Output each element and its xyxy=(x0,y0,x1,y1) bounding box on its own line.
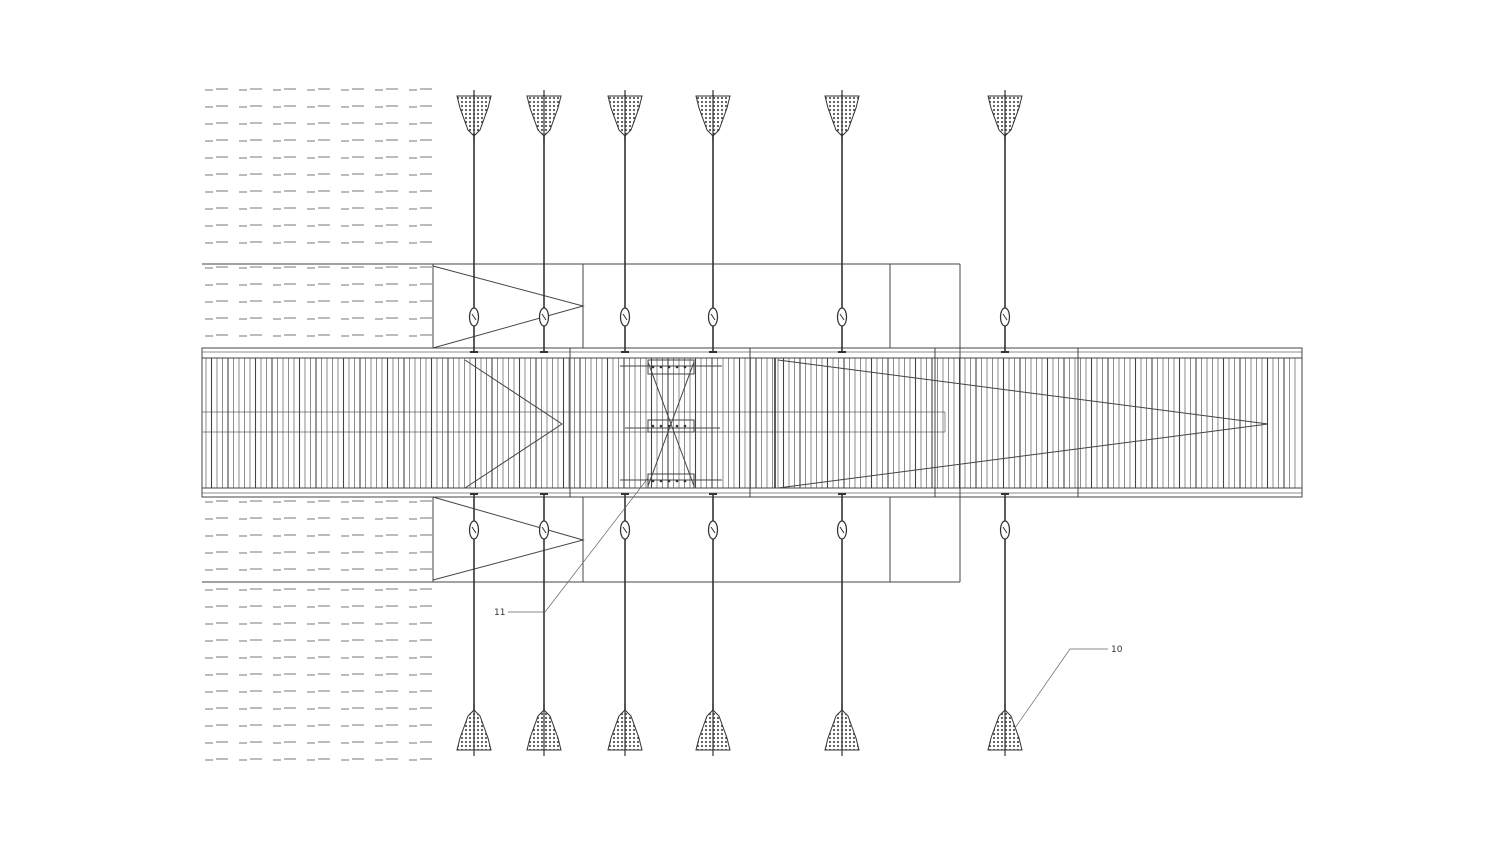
mooring-lines xyxy=(456,90,1023,756)
bridge-deck xyxy=(201,347,1303,498)
callout-10: 10 xyxy=(1014,645,1123,729)
turnbuckle-icon xyxy=(538,520,550,540)
turnbuckle-icon xyxy=(999,307,1011,327)
deck-wedges xyxy=(464,359,1269,489)
central-brace xyxy=(620,359,722,489)
callout-10-label: 10 xyxy=(1111,645,1123,655)
turnbuckle-icon xyxy=(999,520,1011,540)
pontoon-anchor-weight-icon xyxy=(526,704,562,756)
turnbuckle-icon xyxy=(836,520,848,540)
pontoon-anchor-weight-icon xyxy=(456,90,492,142)
pontoon-anchor-weight-icon xyxy=(824,704,860,756)
callout-11-label: 11 xyxy=(494,608,505,618)
pontoon-anchor-weight-icon xyxy=(987,90,1023,142)
turnbuckle-icon xyxy=(468,307,480,327)
pontoon-anchor-weight-icon xyxy=(695,90,731,142)
turnbuckle-icon xyxy=(619,307,631,327)
water-hatch-area xyxy=(205,88,432,761)
turnbuckle-icon xyxy=(707,307,719,327)
pontoon-anchor-weight-icon xyxy=(607,704,643,756)
turnbuckle-icon xyxy=(836,307,848,327)
deck-slats xyxy=(205,358,1296,488)
pontoon-anchor-weight-icon xyxy=(456,704,492,756)
turnbuckle-icon xyxy=(538,307,550,327)
pontoon-anchor-weight-icon xyxy=(824,90,860,142)
pontoon-anchor-weight-icon xyxy=(987,704,1023,756)
callout-11: 11 xyxy=(494,477,649,618)
turnbuckle-icon xyxy=(619,520,631,540)
turnbuckle-icon xyxy=(468,520,480,540)
turnbuckle-icon xyxy=(707,520,719,540)
pontoon-anchor-weight-icon xyxy=(607,90,643,142)
brace-bolts xyxy=(651,365,687,483)
pontoon-anchor-weight-icon xyxy=(695,704,731,756)
pontoon-anchor-weight-icon xyxy=(526,90,562,142)
